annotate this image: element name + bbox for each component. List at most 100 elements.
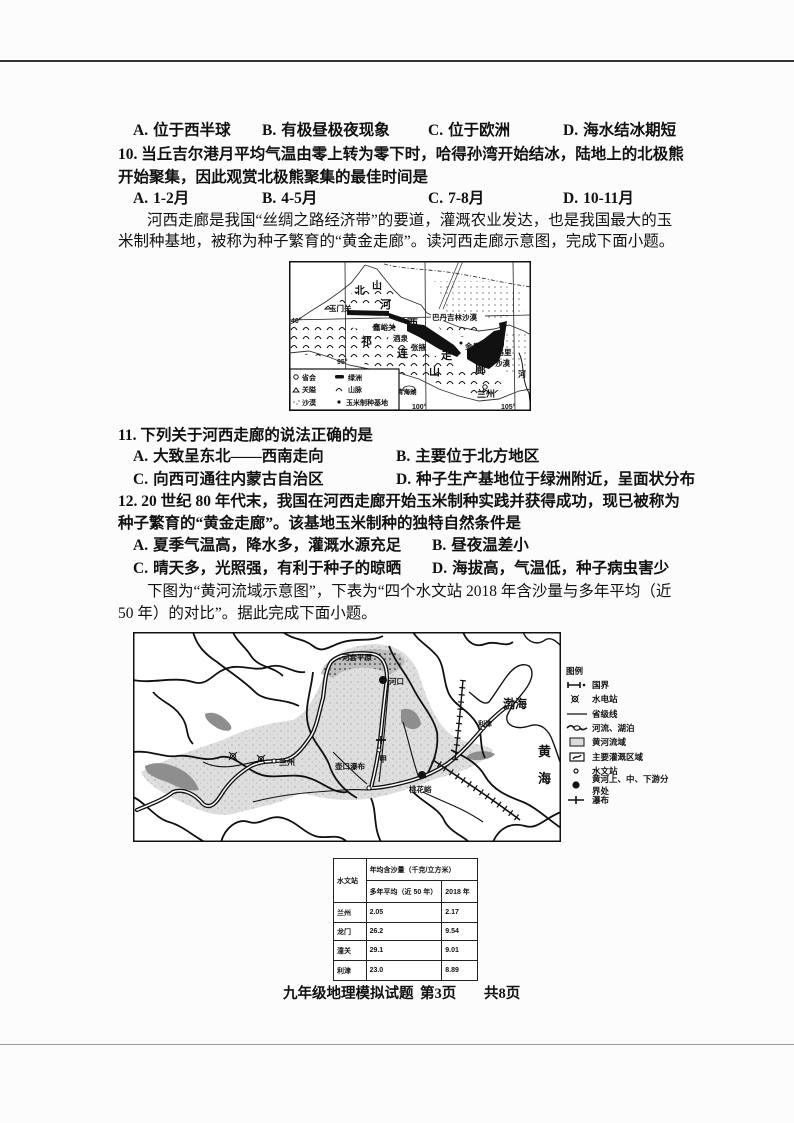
label-yumenguan: 玉门关	[329, 303, 352, 313]
river-lake-icon	[566, 724, 588, 731]
label-zhangye: 张掖	[411, 342, 426, 352]
label-he: 河	[380, 297, 391, 311]
legend-title: 图例	[566, 666, 584, 676]
lon-100-tick: 100°	[412, 403, 427, 411]
option-text: 有极昼极夜现象	[281, 122, 390, 139]
legend-label: 水电站	[592, 694, 618, 705]
hexi-legend: 省会 绿洲 关隘 山脉 沙漠 玉米制种基地	[289, 368, 400, 411]
option-text: 主要位于北方地区	[415, 448, 540, 465]
mountain-icon	[335, 387, 343, 392]
cell-station: 潼关	[333, 940, 367, 961]
cell-avg: 29.1	[365, 940, 443, 961]
option-key: C.	[133, 560, 149, 577]
q12-options-cd: C.晴天多，光照强，有利于种子的晾晒 D.海拔高，气温低，种子病虫害少	[0, 559, 794, 579]
label-jia: 甲	[379, 755, 387, 764]
yellow-river-basin-icon	[569, 737, 585, 747]
legend-item: 主要灌溉区域	[566, 749, 676, 763]
lon-105-tick: 105°	[501, 403, 516, 411]
qinghai-lake-shape	[402, 385, 416, 393]
desert-icon	[293, 400, 300, 405]
cell-2018: 8.89	[441, 960, 478, 981]
header-avg: 多年平均（近 50 年）	[365, 880, 443, 903]
legend-item: 河流、湖泊	[566, 721, 676, 735]
label-huanghai-2: 海	[538, 771, 551, 786]
label-xi: 西	[407, 317, 418, 330]
option-text: 1-2月	[153, 190, 190, 207]
label-qinghai-lake: 青海湖	[397, 387, 417, 396]
footer-page-number: 第3页	[420, 986, 457, 1002]
hydrological-stations	[271, 725, 486, 791]
bottom-rule	[0, 1044, 794, 1045]
q12-stem-line-1: 12. 20 世纪 80 年代末，我国在河西走廊开始玉米制种实践并获得成功，现已…	[118, 493, 680, 510]
q9-option-b: B.有极昼极夜现象	[262, 121, 390, 141]
label-backdrop	[431, 312, 485, 321]
sediment-table: 水文站 年均含沙量（千克/立方米） 多年平均（近 50 年） 2018 年 兰州…	[333, 858, 479, 981]
option-key: C.	[428, 190, 444, 207]
option-text: 晴天多，光照强，有利于种子的晾晒	[153, 560, 402, 577]
cell-avg: 26.2	[365, 922, 443, 941]
passage1-line-2: 米制种基地，被称为种子繁育的“黄金走廊”。读河西走廊示意图，完成下面小题。	[118, 233, 675, 250]
footer-page-total: 共8页	[484, 986, 521, 1002]
table-row: 利津 23.0 8.89	[333, 960, 478, 981]
footer-title: 九年级地理模拟试题	[283, 986, 414, 1002]
oasis-icon	[335, 375, 344, 379]
option-key: B.	[396, 448, 411, 465]
cell-station: 兰州	[333, 902, 367, 923]
seed-base-icon	[337, 400, 341, 404]
option-text: 海水结冰期短	[583, 122, 677, 139]
option-key: A.	[133, 190, 149, 207]
header-group: 年均含沙量（千克/立方米）	[365, 858, 479, 881]
option-key: B.	[432, 537, 447, 554]
label-yellow-river: 河	[518, 369, 526, 379]
table-row: 龙门 26.2 9.54	[333, 922, 478, 941]
lat-40-tick: 40°	[291, 317, 302, 325]
label-taohuayu: 桃花峪	[409, 784, 432, 794]
yellow-river-basin-map: 河套平原 河口 兰州 壶口瀑布 甲 桃花峪 利津 渤海 黄 海	[133, 632, 561, 842]
top-rule	[0, 60, 794, 62]
legend-label: 省会	[301, 373, 317, 382]
legend-item: 黄河上、中、下游分界处	[566, 774, 676, 796]
q12-option-a: A.夏季气温高，降水多，灌溉水源充足	[133, 536, 401, 556]
legend-item: 省级线	[566, 707, 676, 721]
option-text: 夏季气温高，降水多，灌溉水源充足	[153, 537, 402, 554]
waterfall-icon	[568, 795, 584, 804]
table-header-row: 水文站 年均含沙量（千克/立方米）	[333, 858, 479, 903]
legend-label: 水文站	[592, 765, 618, 776]
tributaries	[202, 679, 484, 823]
legend-label: 黄河上、中、下游分界处	[592, 774, 669, 797]
cell-station: 利津	[333, 960, 367, 981]
legend-item: 国界	[566, 678, 676, 692]
option-key: C.	[133, 471, 149, 488]
legend-label: 黄河流域	[592, 737, 627, 748]
header-2018: 2018 年	[441, 880, 478, 903]
q12-options-ab: A.夏季气温高，降水多，灌溉水源充足 B.昼夜温差小	[0, 536, 794, 556]
q11-options-ab: A.大致呈东北——西南走向 B.主要位于北方地区	[0, 447, 794, 467]
q9-option-d: D.海水结冰期短	[563, 121, 676, 141]
option-text: 海拔高，气温低，种子病虫害少	[452, 560, 670, 577]
legend-label: 玉米制种基地	[346, 398, 388, 407]
label-lijin: 利津	[478, 719, 492, 728]
legend-label: 山脉	[348, 385, 363, 394]
legend-label: 绿洲	[348, 373, 362, 382]
label-bohai: 渤海	[503, 696, 527, 711]
option-key: D.	[563, 122, 579, 139]
legend-item: 水电站	[566, 692, 676, 706]
hydropower-stations	[228, 751, 266, 764]
ticked-lines	[430, 679, 523, 823]
lon-95-tick: 95°	[337, 358, 348, 366]
q11-option-a: A.大致呈东北——西南走向	[133, 447, 324, 467]
mountain-areas	[289, 283, 504, 399]
pass-icons	[323, 305, 381, 328]
option-key: B.	[262, 122, 277, 139]
q12-option-c: C.晴天多，光照强，有利于种子的晾晒	[133, 559, 401, 579]
desert-areas	[434, 281, 529, 373]
pass-icon	[292, 387, 300, 393]
legend-label: 国界	[592, 680, 610, 691]
table-row: 兰州 2.05 2.17	[333, 902, 478, 923]
label-hukou-falls: 壶口瀑布	[335, 761, 365, 771]
legend-label: 主要灌溉区域	[592, 751, 644, 762]
q12-stem-line-2: 种子繁育的“黄金走廊”。该基地玉米制种的独特自然条件是	[118, 515, 522, 532]
option-key: D.	[432, 560, 448, 577]
option-text: 4-5月	[281, 190, 318, 207]
